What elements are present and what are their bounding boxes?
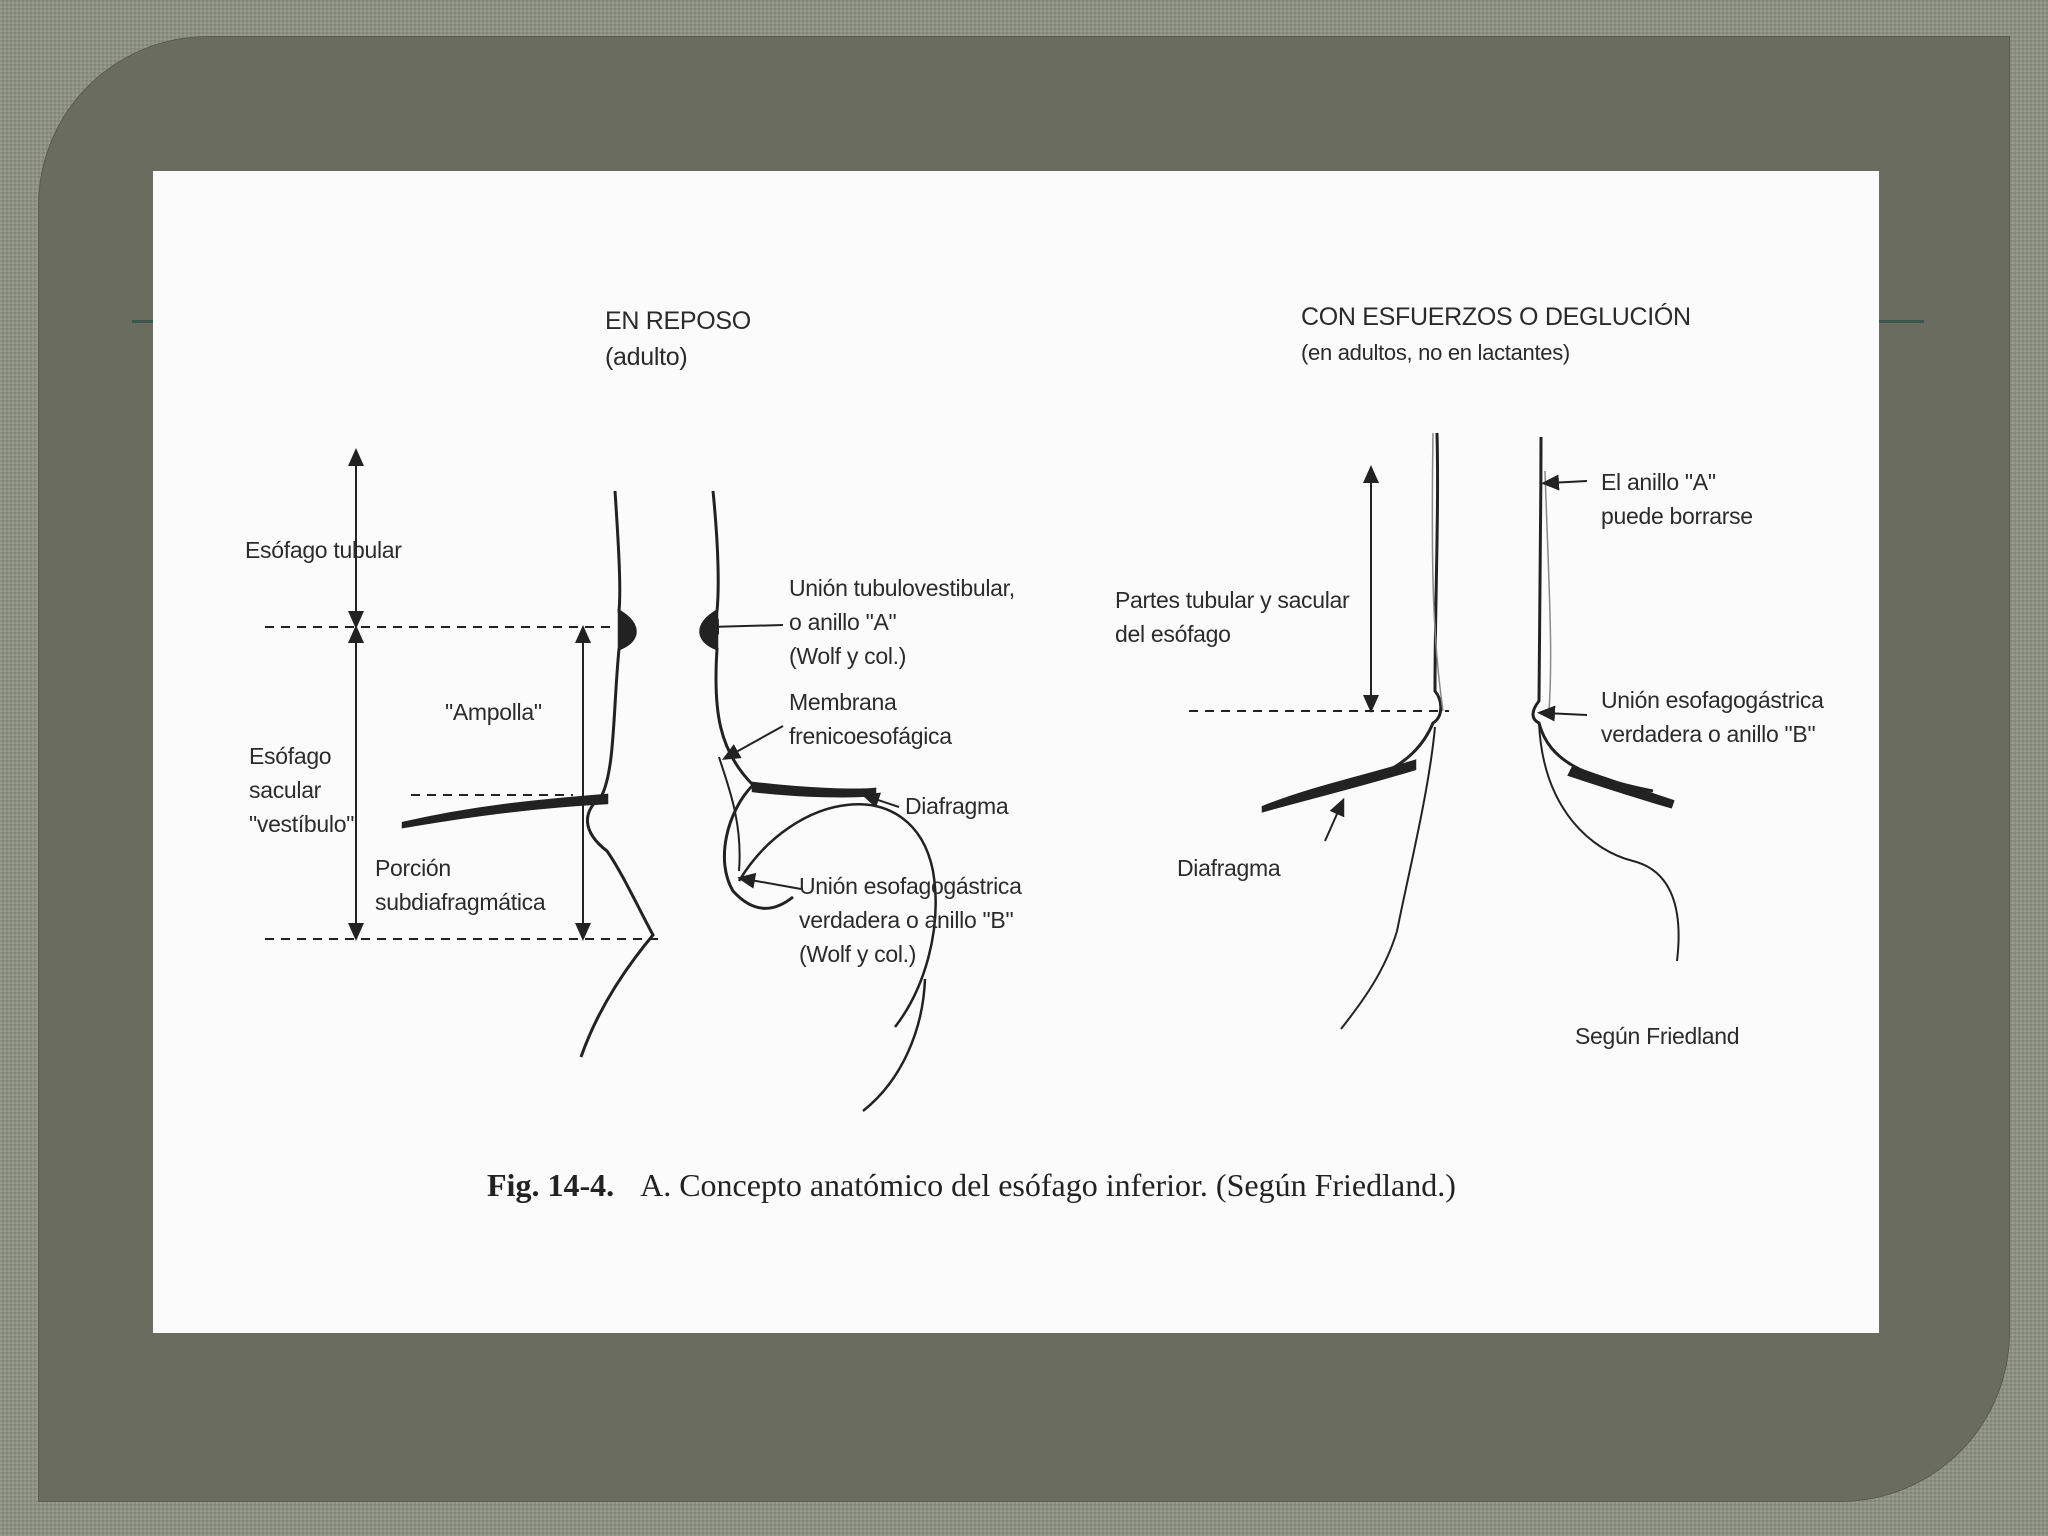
esophagus-right-inner-right [1544,470,1552,712]
label-anillo-a-right: El anillo "A" puede borrarse [1601,465,1753,533]
sacular-line-2: sacular [249,777,322,803]
diaphragm-left [401,793,609,829]
label-union-esofagogastrica-left: Unión esofagogástrica verdadera o anillo… [799,869,1022,971]
left-diagram-title: EN REPOSO (adulto) [605,303,751,375]
ring-a-bulge-left [617,608,637,651]
label-diafragma-left: Diafragma [905,793,1009,819]
figure-caption: Fig. 14-4. A. Concepto anatómico del esóf… [487,1167,1456,1204]
left-title-line-1: EN REPOSO [605,307,751,335]
porcion-line-2: subdiafragmática [375,889,546,915]
stomach-lower-curve [862,978,927,1112]
label-ampolla: "Ampolla" [445,699,542,725]
membrana-line-2: frenicoesofágica [789,723,952,749]
diaphragm-pointer-left [861,792,900,808]
esophagus-right-wall [702,490,794,910]
label-union-tubulovestibular: Unión tubulovestibular, o anillo "A" (Wo… [789,571,1015,673]
label-union-esofagogastrica-right: Unión esofagogástrica verdadera o anillo… [1601,683,1824,751]
ring-a-bulge-right [699,608,719,651]
esophagus-left-inner-right [1431,432,1444,712]
anillo-a-line-1: El anillo "A" [1601,469,1716,495]
tubulovestibular-line-3: (Wolf y col.) [789,643,907,669]
label-esofago-sacular: Esófago sacular "vestíbulo" [249,739,354,841]
label-membrana: Membrana frenicoesofágica [789,685,952,753]
tubulovestibular-line-2: o anillo "A" [789,609,897,635]
label-esofago-tubular: Esófago tubular [245,537,402,563]
stomach-curve [737,803,937,1028]
lower-left-outline-right [1340,726,1436,1030]
membrana-line-1: Membrana [789,689,897,715]
diaphragm-pointer-right [1324,797,1345,842]
sacular-line-1: Esófago [249,743,332,769]
ring-b-pointer-left [737,872,802,890]
right-title-line-2: (en adultos, no en lactantes) [1301,340,1570,365]
partes-line-1: Partes tubular y sacular [1115,587,1350,613]
label-partes-tubular-sacular: Partes tubular y sacular del esófago [1115,583,1350,651]
caption-text: A. Concepto anatómico del esófago inferi… [640,1167,1456,1203]
ring-a-pointer-right [1541,474,1588,491]
title-underline-left [132,320,172,323]
stomach-curve-right [1538,722,1680,962]
tubulovestibular-line-1: Unión tubulovestibular, [789,575,1015,601]
esophagus-left-wall [579,490,655,1058]
right-diagram [1189,432,1680,1030]
porcion-line-1: Porción [375,855,451,881]
label-porcion-subdiafragmatica: Porción subdiafragmática [375,851,546,919]
ring-b-pointer-right [1537,705,1588,722]
diaphragm-left-right [1261,759,1417,813]
esophagus-diagram [265,432,1680,1112]
sacular-line-3: "vestíbulo" [249,811,355,837]
caption-number: Fig. 14-4. [487,1167,615,1203]
diaphragm-right-right [1567,765,1675,809]
title-underline-right [1870,320,1924,323]
left-diagram [265,448,937,1112]
ueg-right-line-2: verdadera o anillo "B" [1601,721,1816,747]
right-title-line-1: CON ESFUERZOS O DEGLUCIÓN [1301,303,1691,331]
membrane-pointer [722,725,784,760]
ueg-left-line-2: verdadera o anillo "B" [799,907,1014,933]
ueg-left-line-3: (Wolf y col.) [799,941,917,967]
label-source: Según Friedland [1575,1023,1740,1049]
left-title-line-2: (adulto) [605,343,688,371]
label-diafragma-right: Diafragma [1177,855,1281,881]
figure-image: EN REPOSO (adulto) CON ESFUERZOS O DEGLU… [153,171,1879,1333]
ring-a-pointer [701,618,784,635]
membrane-line [718,756,741,872]
anillo-a-line-2: puede borrarse [1601,503,1753,529]
diaphragm-right [751,781,877,798]
right-diagram-title: CON ESFUERZOS O DEGLUCIÓN (en adultos, n… [1301,299,1691,371]
partes-line-2: del esófago [1115,621,1231,647]
ueg-right-line-1: Unión esofagogástrica [1601,687,1824,713]
ueg-left-line-1: Unión esofagogástrica [799,873,1022,899]
